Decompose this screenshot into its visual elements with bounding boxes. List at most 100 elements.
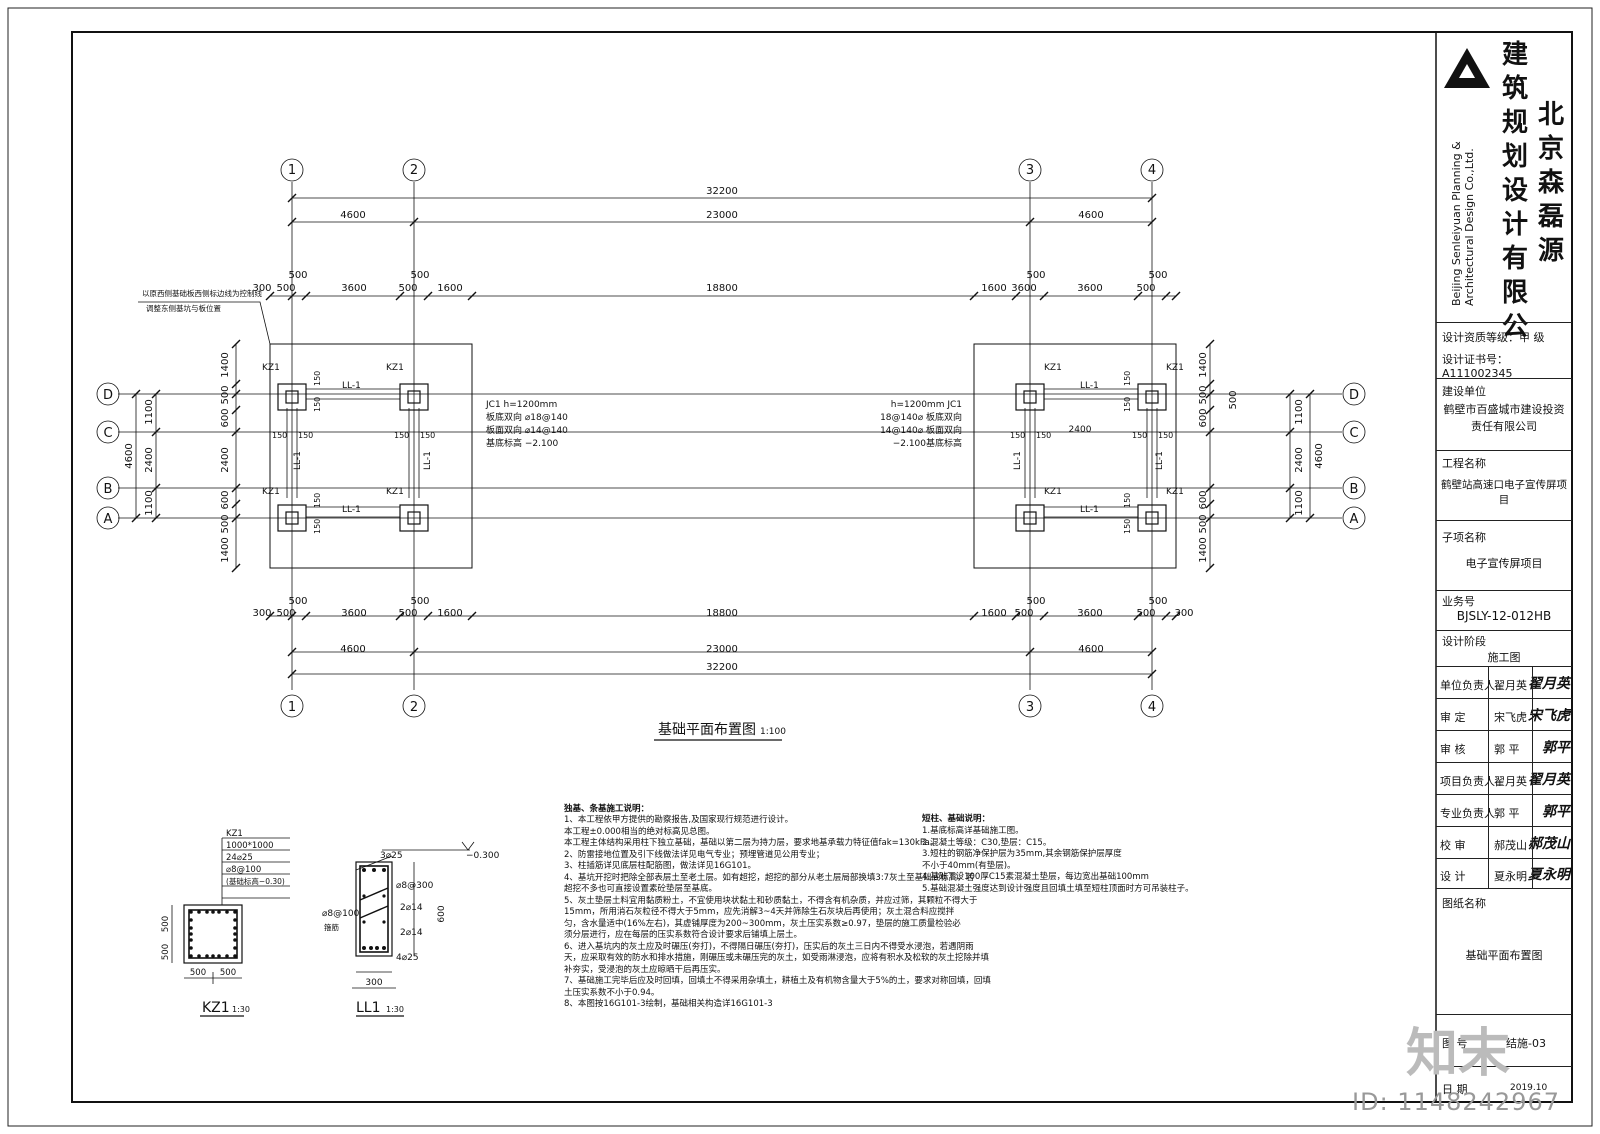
dim-top: 500: [410, 270, 429, 281]
dim-bottom: 23000: [706, 644, 738, 655]
dim-bottom: 1600: [437, 608, 462, 619]
dim-vert: 2400: [1294, 447, 1305, 472]
notes-left-title: 独基、条基施工说明：: [564, 804, 650, 814]
date-label: 日 期: [1442, 1083, 1468, 1096]
jc1-note: 基底标高 −2.100: [486, 437, 558, 449]
dim-150: 150: [313, 519, 322, 534]
project-row: 工程名称 鹤壁站高速口电子宣传屏项目: [1436, 450, 1572, 521]
dim-top: 3600: [1077, 283, 1102, 294]
kz1-table-cell: (基础标高−0.30): [226, 876, 285, 886]
dim-vert: 4600: [124, 443, 135, 468]
project-label: 工程名称: [1442, 457, 1486, 470]
role: 审 核: [1440, 743, 1466, 756]
dim-vert: 600: [220, 490, 231, 509]
subitem-label: 子项名称: [1442, 531, 1486, 544]
signature: 翟月英: [1528, 676, 1570, 692]
date-value: 2019.10: [1510, 1083, 1548, 1093]
column-label: KZ1: [386, 487, 404, 497]
role: 项目负责人: [1440, 775, 1495, 788]
axis-bubble-2-bottom: [402, 694, 426, 718]
jc1-note: −2.100基底标高: [893, 437, 962, 449]
dim-150: 150: [313, 397, 322, 412]
job-number: BJSLY-12-012HB: [1456, 609, 1552, 623]
axis-bubble-3-bottom: [1018, 694, 1042, 718]
role: 审 定: [1440, 711, 1466, 724]
dim-top: 3600: [1011, 283, 1036, 294]
job-label: 业务号: [1442, 595, 1475, 608]
plan-title: 基础平面布置图: [658, 721, 756, 738]
dim-top: 500: [1148, 270, 1167, 281]
drawing-no: 结施-03: [1506, 1037, 1546, 1050]
axis-label: 1: [288, 163, 296, 178]
person-name: 夏永明: [1494, 870, 1527, 883]
signature-row: 校 审 郝茂山 郝茂山: [1436, 826, 1572, 859]
dim-150: 150: [1123, 371, 1132, 386]
dim-vert: 4600: [1314, 443, 1325, 468]
company-logo-icon: [1444, 48, 1490, 88]
drawing-name-label: 图纸名称: [1442, 897, 1486, 910]
dim-vert: 600: [1198, 490, 1209, 509]
axis-bubble-A-left: [96, 506, 120, 530]
dim-150: 150: [1158, 431, 1173, 440]
ll1-rebar-dots: [362, 868, 386, 950]
person-name: 宋飞虎: [1494, 711, 1527, 724]
dim-vert: 500: [1198, 514, 1209, 533]
date-row: 日 期 2019.10: [1436, 1066, 1572, 1103]
ll1-label: ⌀8@300: [396, 881, 434, 891]
dim-vert: 2400: [220, 447, 231, 472]
column-label: KZ1: [262, 487, 280, 497]
column-label: KZ1: [1166, 363, 1184, 373]
signature-row: 设 计 夏永明 夏永明: [1436, 858, 1572, 889]
person-name: 翟月英: [1494, 775, 1527, 788]
client-name: 鹤壁市百盛城市建设投资责任有限公司: [1443, 403, 1565, 433]
ll1-title: LL1: [356, 1000, 381, 1016]
beam-label: LL-1: [342, 505, 361, 515]
dim-bottom: 300: [1174, 608, 1193, 619]
kz1-dim: 500: [161, 916, 171, 932]
role: 设 计: [1440, 870, 1466, 883]
dim-bottom: 500: [1148, 596, 1167, 607]
stage-label: 设计阶段: [1442, 635, 1486, 648]
dim-top: 4600: [1078, 210, 1103, 221]
jc1-note: 14@140⌀ 板面双向: [880, 424, 962, 436]
dim-150: 150: [1123, 519, 1132, 534]
dim-vert: 500: [1198, 385, 1209, 404]
signature-row: 项目负责人 翟月英 翟月英: [1436, 762, 1572, 795]
dim-bottom: 3600: [341, 608, 366, 619]
dim-vert: 2400: [144, 447, 155, 472]
axis-label: 2: [410, 700, 418, 715]
kz1-table-cell: KZ1: [226, 829, 243, 839]
plan-scale: 1:100: [760, 727, 786, 737]
dim-top: 4600: [340, 210, 365, 221]
axis-bubble-D-left: [96, 382, 120, 406]
dim-bottom: 500: [288, 596, 307, 607]
kz1-dim: 500: [161, 944, 171, 960]
beam-label: LL-1: [1080, 505, 1099, 515]
plan-texts: 1 2 3 4 1 2 3 4 D C B A D C B A 32200 46…: [103, 163, 1359, 738]
company-name-cn-right: 北京森磊源: [1537, 100, 1564, 266]
client-row: 建设单位 鹤壁市百盛城市建设投资责任有限公司: [1436, 378, 1572, 451]
watermark-id: ID: 1148242967: [1352, 1088, 1560, 1116]
beam-label: LL-1: [423, 451, 433, 470]
axis-label: A: [104, 512, 113, 527]
axis-label: 4: [1148, 163, 1156, 178]
axis-bubble-A-right: [1342, 506, 1366, 530]
axis-bubble-1-top: [280, 158, 304, 182]
dim-bottom: 500: [1026, 596, 1045, 607]
dim-total-top: 32200: [706, 186, 738, 197]
dim-150: 150: [313, 371, 322, 386]
dim-top: 500: [1026, 270, 1045, 281]
kz1-table-cell: 1000*1000: [226, 841, 274, 851]
axis-bubble-B-left: [96, 476, 120, 500]
kz1-dim: 500: [190, 968, 206, 978]
ll1-dim: 300: [365, 978, 382, 988]
dim-bottom: 1600: [981, 608, 1006, 619]
ll1-label: 4⌀25: [396, 953, 419, 963]
ll1-dim: 600: [437, 905, 447, 922]
role: 单位负责人: [1440, 679, 1495, 692]
axis-label: 3: [1026, 700, 1034, 715]
beam-label: LL-1: [1155, 451, 1165, 470]
kz1-scale: 1:30: [232, 1005, 250, 1014]
dim-vert: 1100: [144, 490, 155, 515]
beam-label: LL-1: [1013, 451, 1023, 470]
